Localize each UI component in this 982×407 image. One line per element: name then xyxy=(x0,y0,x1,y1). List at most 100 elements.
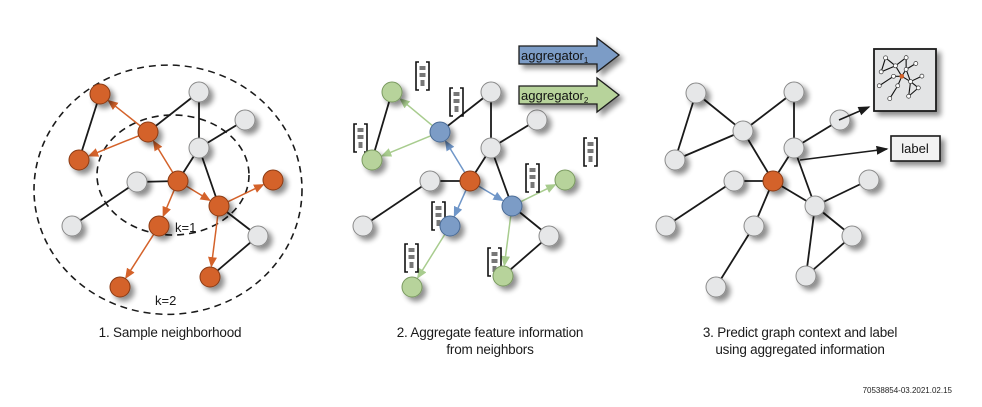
p3-node-gray xyxy=(783,137,805,159)
p1-node-orange xyxy=(137,121,159,143)
p1-directed-edge xyxy=(227,184,265,203)
p2-node-green xyxy=(381,81,403,103)
p3-edge xyxy=(674,92,697,161)
mini-node xyxy=(919,73,925,79)
mini-node xyxy=(913,61,919,66)
p3-node-gray xyxy=(664,149,686,171)
p1-directed-edge xyxy=(125,234,155,279)
aggregator1-arrow xyxy=(518,36,621,74)
label-arrow xyxy=(799,145,889,161)
p1-node-orange xyxy=(89,83,111,105)
p2-node-green xyxy=(401,276,423,298)
p2-node-orange xyxy=(459,170,481,192)
mini-graph-thumbnail xyxy=(876,55,925,101)
p1-node-gray xyxy=(234,109,256,131)
context-arrow xyxy=(838,106,871,121)
mini-node xyxy=(915,85,921,91)
mini-edge xyxy=(880,65,896,73)
caption-step-2: 2. Aggregate feature information from nei… xyxy=(345,324,635,358)
p3-node-gray xyxy=(655,215,677,237)
k1-boundary xyxy=(96,114,250,236)
feature-vector-icon xyxy=(449,87,464,117)
p1-directed-edge xyxy=(152,140,174,173)
aggregator2-label: aggregator2 xyxy=(521,88,589,105)
p1-node-orange xyxy=(109,276,131,298)
panel-aggregate: aggregator1 aggregator2 xyxy=(352,36,621,298)
p3-node-gray xyxy=(804,195,826,217)
p3-node-gray xyxy=(841,225,863,247)
mini-node xyxy=(903,67,909,72)
panel-predict: label xyxy=(655,48,941,298)
p3-node-gray xyxy=(743,215,765,237)
p2-directed-edge xyxy=(380,135,432,157)
p2-directed-edge xyxy=(399,98,433,127)
p1-directed-edge xyxy=(162,189,175,218)
feature-vector-icon xyxy=(415,61,430,91)
p1-node-gray xyxy=(247,225,269,247)
p1-edge xyxy=(209,235,259,278)
p1-directed-edge xyxy=(107,99,141,127)
k2-boundary xyxy=(33,64,303,316)
p2-directed-edge xyxy=(520,184,557,203)
p1-node-orange xyxy=(68,149,90,171)
p1-node-orange xyxy=(208,195,230,217)
panel-sample-neighborhood: k=1 k=2 xyxy=(33,64,303,316)
p2-directed-edge xyxy=(453,189,467,218)
k2-label: k=2 xyxy=(155,293,176,308)
p1-node-gray xyxy=(188,137,210,159)
p1-directed-edge xyxy=(186,185,211,202)
p1-node-orange xyxy=(167,170,189,192)
p3-node-gray xyxy=(685,82,707,104)
p1-node-gray xyxy=(188,81,210,103)
p2-edge xyxy=(362,180,431,227)
p2-node-green xyxy=(361,149,383,171)
p3-node-gray xyxy=(795,265,817,287)
p3-node-gray xyxy=(783,81,805,103)
p2-node-gray xyxy=(419,170,441,192)
p2-node-gray xyxy=(352,215,374,237)
caption-step-3-line2: using aggregated information xyxy=(715,342,885,357)
p2-directed-edge xyxy=(417,234,446,279)
label-box-text: label xyxy=(901,141,929,156)
mini-node xyxy=(895,83,901,89)
caption-step-2-line2: from neighbors xyxy=(446,342,534,357)
feature-vector-icon xyxy=(583,137,598,167)
caption-step-2-line1: 2. Aggregate feature information xyxy=(396,325,584,340)
p1-node-orange xyxy=(262,169,284,191)
p2-edge xyxy=(371,91,393,161)
p1-node-gray xyxy=(126,171,148,193)
p3-edge xyxy=(805,205,816,277)
mini-node xyxy=(883,55,888,61)
mini-node-target xyxy=(899,73,905,79)
p1-node-orange xyxy=(199,266,221,288)
mini-node xyxy=(876,83,882,89)
p1-node-orange xyxy=(148,215,170,237)
feature-vector-icon xyxy=(353,123,368,153)
p2-node-gray xyxy=(480,137,502,159)
figure-id: 70538854-03.2021.02.15 xyxy=(862,386,952,395)
caption-step-1-text: 1. Sample neighborhood xyxy=(98,325,242,340)
mini-edge xyxy=(880,57,887,73)
p2-node-blue xyxy=(439,215,461,237)
caption-step-1: 1. Sample neighborhood xyxy=(60,324,280,341)
p2-node-gray xyxy=(538,225,560,247)
p3-edge xyxy=(742,91,795,132)
p2-directed-edge xyxy=(478,185,504,202)
mini-node xyxy=(887,96,893,101)
p2-node-gray xyxy=(480,81,502,103)
p1-edge xyxy=(147,91,200,133)
mini-node xyxy=(908,79,913,84)
k1-label: k=1 xyxy=(175,220,196,235)
p3-node-gray xyxy=(732,120,754,142)
aggregator2-arrow xyxy=(518,76,621,114)
feature-vector-icon xyxy=(525,163,540,193)
p2-edge xyxy=(439,91,492,133)
p1-directed-edge xyxy=(87,135,140,157)
p2-node-gray xyxy=(526,109,548,131)
aggregator1-label: aggregator1 xyxy=(521,48,589,65)
p3-edge xyxy=(715,225,755,288)
p1-node-gray xyxy=(61,215,83,237)
mini-edge xyxy=(889,85,899,99)
p2-node-green xyxy=(554,169,576,191)
